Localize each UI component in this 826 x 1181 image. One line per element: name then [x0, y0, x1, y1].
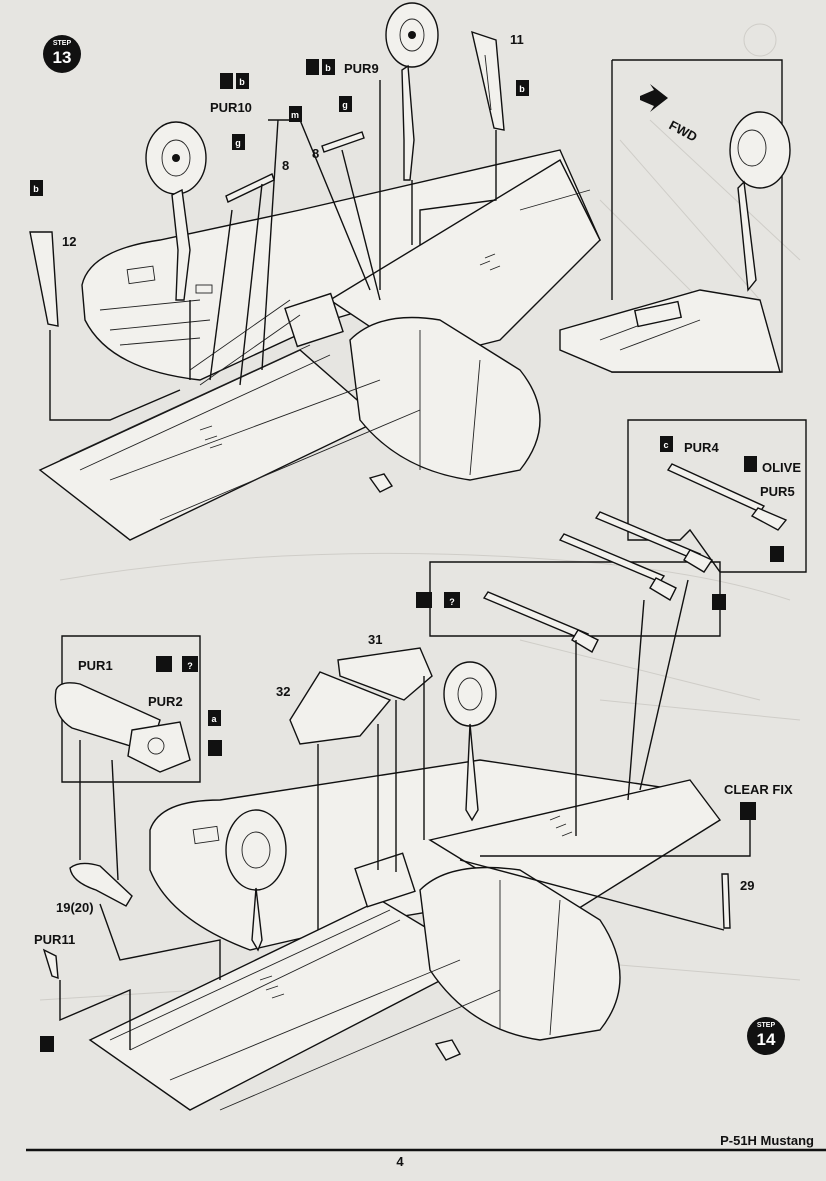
glue-icon: [220, 73, 233, 89]
step13-labels: b PUR10 g 8 m g 8 b PUR9 11 b b 12: [30, 32, 529, 249]
svg-text:b: b: [239, 77, 245, 87]
paint-drop-icon: [660, 436, 673, 452]
paint-drop-icon: [236, 73, 249, 89]
step13-inset-fwd: FWD: [559, 59, 791, 373]
paint-drop-icon: [30, 180, 43, 196]
svg-text:8: 8: [312, 146, 319, 161]
choice-icon: [416, 592, 432, 608]
step14-small-parts: 19(20) PUR11 29 CLEAR FIX: [34, 782, 793, 1052]
svg-text:PUR1: PUR1: [78, 658, 113, 673]
glue-icon: [40, 1036, 54, 1052]
step-13-badge: STEP 13: [43, 35, 81, 73]
svg-text:STEP: STEP: [757, 1022, 776, 1029]
rocket-callout: c PUR4 OLIVE PUR5 ?: [416, 419, 807, 653]
svg-text:PUR11: PUR11: [34, 932, 75, 947]
svg-text:19(20): 19(20): [56, 900, 94, 915]
svg-text:m: m: [291, 110, 299, 120]
paint-drop-icon: [339, 96, 352, 112]
svg-text:PUR5: PUR5: [760, 484, 795, 499]
svg-text:29: 29: [740, 878, 754, 893]
svg-text:g: g: [342, 100, 348, 110]
step14-bomb-callout: PUR1 ? PUR2 a: [54, 635, 222, 783]
step-14-badge: STEP 14: [747, 1017, 785, 1055]
svg-text:13: 13: [53, 48, 72, 67]
svg-text:32: 32: [276, 684, 290, 699]
page-footer: P-51H Mustang 4: [26, 1133, 826, 1169]
glue-icon: [712, 594, 726, 610]
svg-text:?: ?: [449, 597, 455, 607]
paint-drop-icon: [744, 456, 757, 472]
svg-text:31: 31: [368, 632, 382, 647]
fwd-arrow-icon: [640, 84, 668, 112]
step13-main-wheel-right: [385, 2, 439, 181]
svg-text:P-51H Mustang: P-51H Mustang: [720, 1133, 814, 1148]
step13-small-parts: [29, 30, 505, 327]
svg-text:14: 14: [757, 1030, 776, 1049]
svg-text:PUR2: PUR2: [148, 694, 183, 709]
svg-text:CLEAR FIX: CLEAR FIX: [724, 782, 793, 797]
question-icon: [182, 656, 198, 672]
paint-drop-icon: [516, 80, 529, 96]
glue-icon: [208, 740, 222, 756]
svg-text:4: 4: [396, 1154, 404, 1169]
step14-main-wheel-left: [225, 809, 287, 952]
step13-airframe: [38, 149, 601, 541]
question-icon: [444, 592, 460, 608]
svg-text:a: a: [211, 714, 217, 724]
svg-text:?: ?: [187, 661, 193, 671]
svg-text:b: b: [325, 63, 331, 73]
svg-text:OLIVE: OLIVE: [762, 460, 801, 475]
svg-text:c: c: [663, 440, 668, 450]
paint-drop-icon: [208, 710, 221, 726]
choice-icon: [156, 656, 172, 672]
glue-icon: [306, 59, 319, 75]
svg-text:g: g: [235, 138, 241, 148]
paint-drop-icon: [322, 59, 335, 75]
svg-text:PUR9: PUR9: [344, 61, 379, 76]
svg-text:12: 12: [62, 234, 76, 249]
svg-text:PUR10: PUR10: [210, 100, 252, 115]
paint-drop-icon: [289, 106, 302, 122]
step14-gear-doors: 31 32: [276, 632, 433, 745]
paint-drop-icon: [232, 134, 245, 150]
step14-main-wheel-right: [443, 661, 497, 822]
step13-main-wheel-left: [145, 121, 207, 301]
svg-text:b: b: [33, 184, 39, 194]
svg-text:STEP: STEP: [53, 40, 72, 47]
step14-arrows: [59, 579, 751, 1050]
svg-text:8: 8: [282, 158, 289, 173]
step13-arrows: [49, 80, 497, 421]
svg-text:11: 11: [510, 32, 524, 47]
glue-icon: [770, 546, 784, 562]
svg-text:PUR4: PUR4: [684, 440, 719, 455]
svg-text:b: b: [519, 84, 525, 94]
clear-glue-icon: [740, 802, 756, 820]
step14-airframe: [88, 759, 722, 1111]
